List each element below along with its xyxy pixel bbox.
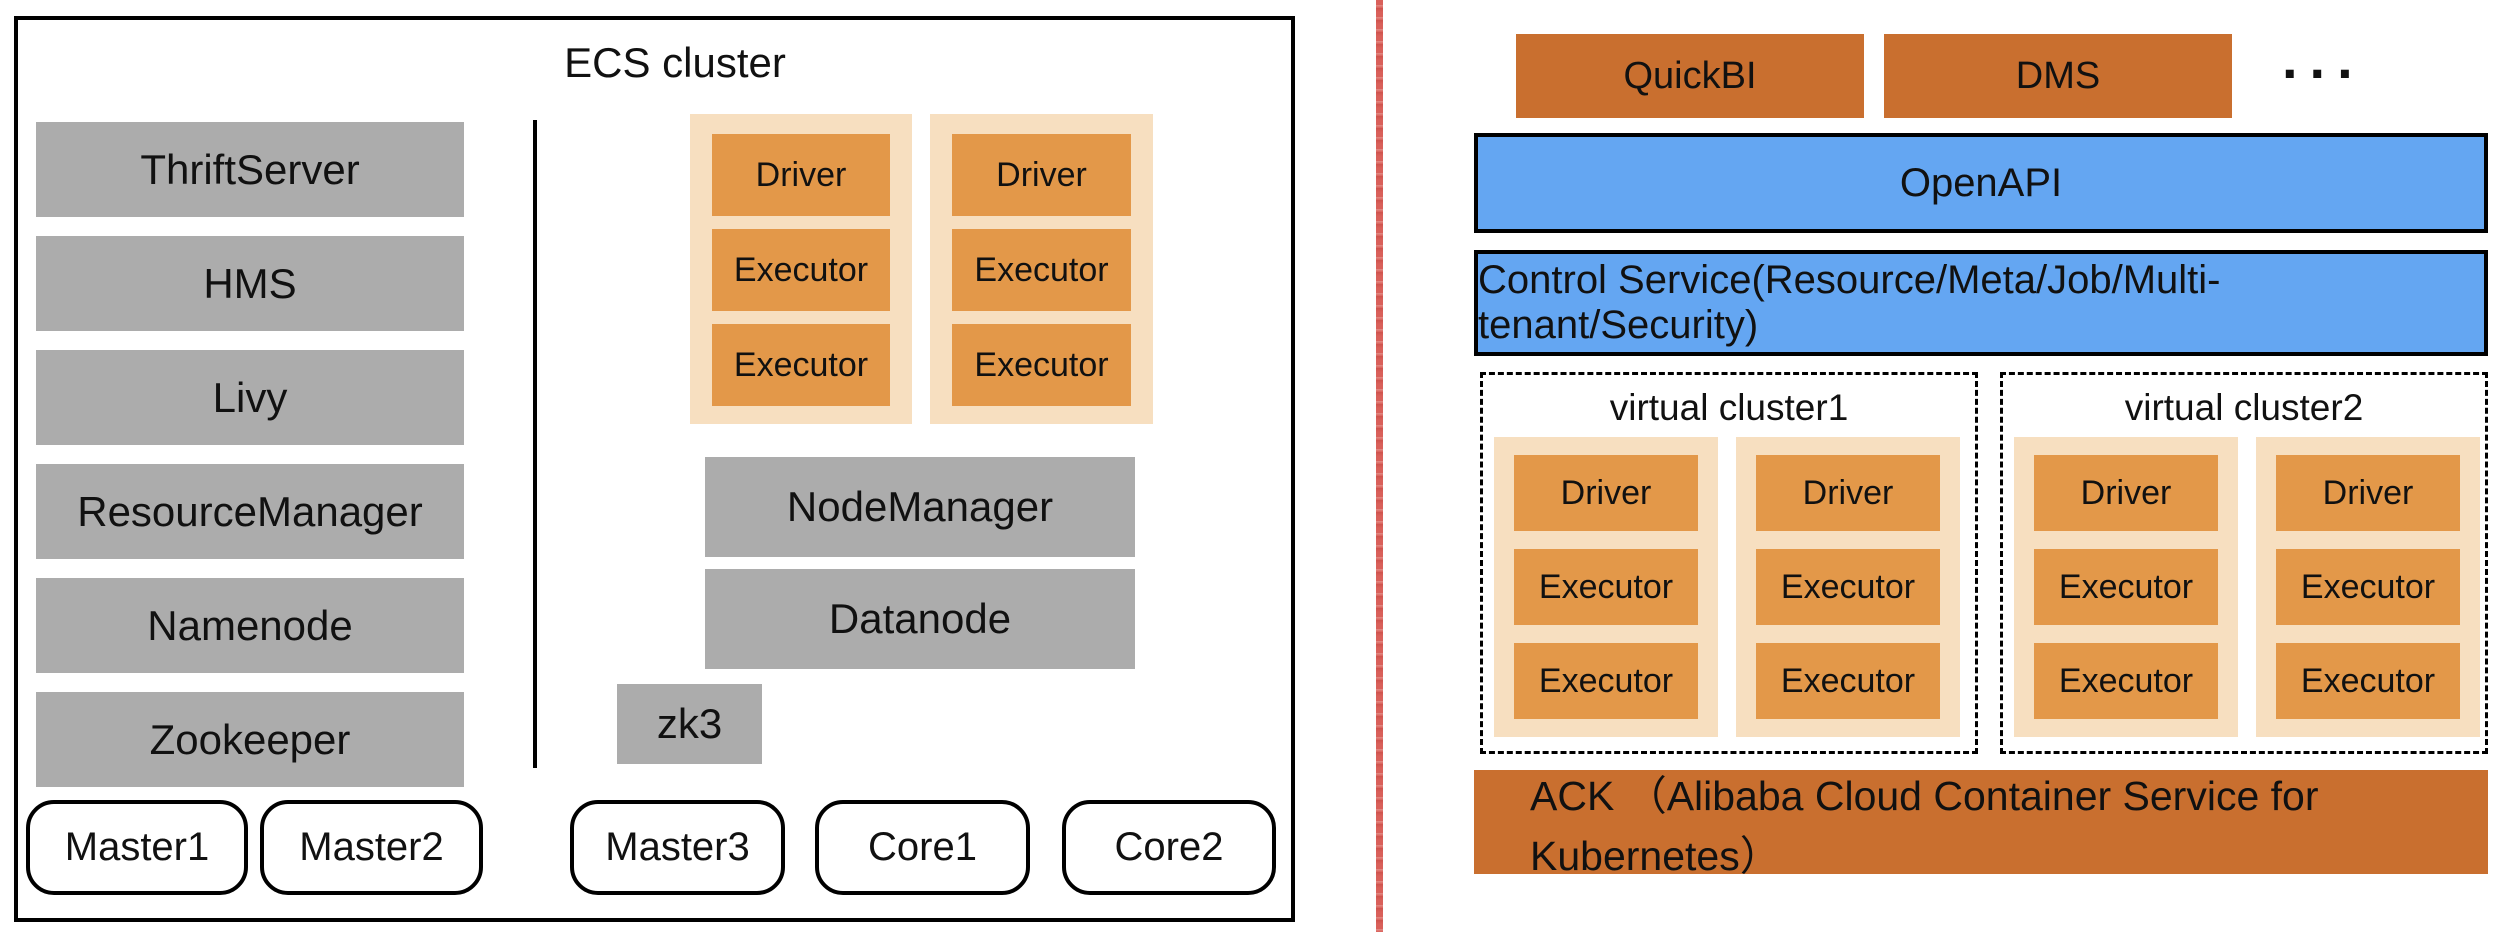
executor-box: Executor xyxy=(1514,549,1698,625)
ecs-cluster-title: ECS cluster xyxy=(564,39,786,86)
openapi-bar: OpenAPI xyxy=(1474,133,2488,233)
datanode-box: Datanode xyxy=(705,569,1135,669)
host-pill-master2: Master2 xyxy=(260,800,483,895)
driver-box: Driver xyxy=(1514,455,1698,531)
executor-box: Executor xyxy=(1514,643,1698,719)
host-pill-master3: Master3 xyxy=(570,800,785,895)
driver-box: Driver xyxy=(1756,455,1940,531)
control-service-bar: Control Service(Resource/Meta/Job/Multi-… xyxy=(1474,250,2488,356)
more-apps-ellipsis: ... xyxy=(2282,26,2365,90)
vc1-spark-pod-2: Driver Executor Executor xyxy=(1736,437,1960,737)
executor-box: Executor xyxy=(2276,643,2460,719)
virtual-cluster1-title: virtual cluster1 xyxy=(1609,387,1849,428)
nodemanager-box: NodeManager xyxy=(705,457,1135,557)
executor-box: Executor xyxy=(2034,549,2218,625)
driver-box: Driver xyxy=(2276,455,2460,531)
virtual-cluster2-title: virtual cluster2 xyxy=(2124,387,2364,428)
service-box-resourcemanager: ResourceManager xyxy=(36,464,464,559)
red-divider-line xyxy=(1376,0,1383,932)
vc2-spark-pod-1: Driver Executor Executor xyxy=(2014,437,2238,737)
host-pill-core1: Core1 xyxy=(815,800,1030,895)
zk3-box: zk3 xyxy=(617,684,762,764)
master-core-divider-line xyxy=(533,120,537,768)
spark-pod-2: Driver Executor Executor xyxy=(930,114,1153,424)
host-pill-master1: Master1 xyxy=(26,800,248,895)
app-box-quickbi: QuickBI xyxy=(1516,34,1864,118)
executor-box: Executor xyxy=(952,229,1131,311)
executor-box: Executor xyxy=(2034,643,2218,719)
executor-box: Executor xyxy=(1756,643,1940,719)
executor-box: Executor xyxy=(712,324,890,406)
service-box-zookeeper: Zookeeper xyxy=(36,692,464,787)
service-box-namenode: Namenode xyxy=(36,578,464,673)
vc1-spark-pod-1: Driver Executor Executor xyxy=(1494,437,1718,737)
executor-box: Executor xyxy=(952,324,1131,406)
executor-box: Executor xyxy=(2276,549,2460,625)
driver-box: Driver xyxy=(712,134,890,216)
spark-pod-1: Driver Executor Executor xyxy=(690,114,912,424)
service-box-hms: HMS xyxy=(36,236,464,331)
driver-box: Driver xyxy=(952,134,1131,216)
vc2-spark-pod-2: Driver Executor Executor xyxy=(2256,437,2480,737)
host-pill-core2: Core2 xyxy=(1062,800,1276,895)
service-box-thriftserver: ThriftServer xyxy=(36,122,464,217)
service-box-livy: Livy xyxy=(36,350,464,445)
ack-bar: ACK （Alibaba Cloud Container Service for… xyxy=(1474,770,2488,879)
executor-box: Executor xyxy=(712,229,890,311)
executor-box: Executor xyxy=(1756,549,1940,625)
driver-box: Driver xyxy=(2034,455,2218,531)
app-box-dms: DMS xyxy=(1884,34,2232,118)
